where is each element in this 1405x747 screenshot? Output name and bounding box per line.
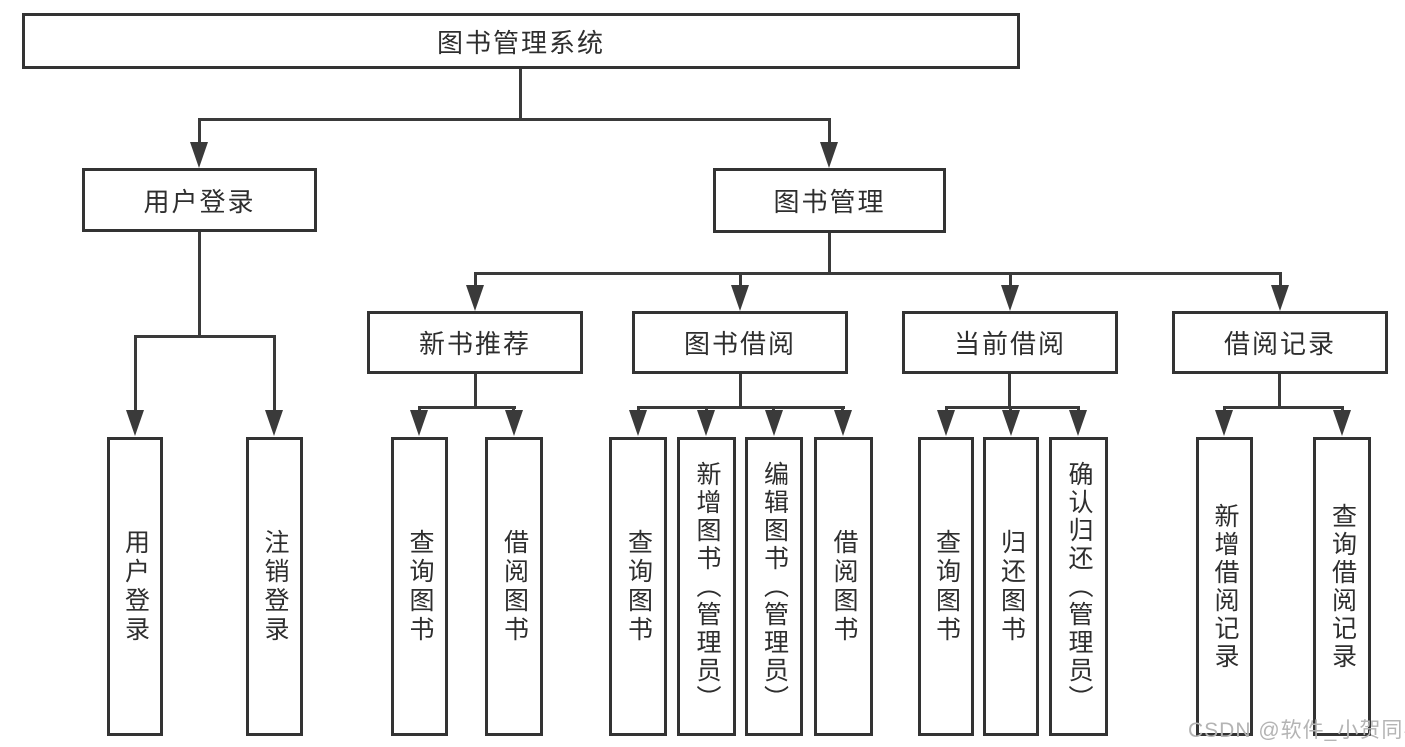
node-label: 用户登录 — [121, 528, 150, 645]
arrowhead — [505, 410, 523, 436]
node-label: 归还图书 — [997, 528, 1026, 645]
connector-line — [198, 118, 201, 146]
leaf-edit-books-admin: 编辑图书（管理员） — [745, 437, 803, 736]
connector-line — [1223, 406, 1344, 409]
arrowhead — [1069, 410, 1087, 436]
node-label: 注销登录 — [261, 528, 289, 645]
node-label: 图书管理 — [773, 187, 886, 217]
csdn-watermark: CSDN @软件_小贺同学 — [1188, 719, 1405, 742]
node-label: 查询图书 — [932, 528, 961, 645]
connector-line — [1278, 374, 1281, 406]
arrowhead — [126, 410, 144, 436]
arrowhead — [1215, 410, 1233, 436]
arrowhead — [834, 410, 852, 436]
connector-line — [134, 335, 276, 338]
connector-line — [1279, 272, 1282, 286]
leaf-borrow-books-recommend: 借阅图书 — [485, 437, 543, 736]
connector-line — [1009, 272, 1012, 286]
node-library-management-system: 图书管理系统 — [22, 13, 1020, 69]
connector-line — [134, 335, 137, 412]
node-label: 新书推荐 — [418, 329, 531, 359]
node-label: 借阅图书 — [830, 528, 858, 645]
arrowhead — [697, 410, 715, 436]
leaf-query-borrow-record: 查询借阅记录 — [1313, 437, 1371, 736]
leaf-return-books: 归还图书 — [983, 437, 1039, 736]
connector-line — [474, 272, 1282, 275]
arrowhead — [1333, 410, 1351, 436]
node-label: 借阅记录 — [1223, 329, 1336, 359]
node-current-borrowing: 当前借阅 — [902, 311, 1118, 374]
node-label: 查询借阅记录 — [1328, 502, 1357, 671]
node-label: 编辑图书（管理员） — [760, 460, 789, 713]
arrowhead — [1002, 410, 1020, 436]
connector-line — [828, 118, 831, 146]
connector-line — [945, 406, 1080, 409]
connector-line — [418, 406, 516, 409]
node-label: 查询图书 — [624, 528, 653, 645]
node-label: 借阅图书 — [500, 528, 529, 645]
connector-line — [198, 118, 831, 121]
leaf-add-books-admin: 新增图书（管理员） — [677, 437, 736, 736]
node-label: 新增借阅记录 — [1211, 502, 1239, 671]
connector-line — [474, 272, 477, 286]
arrowhead — [820, 142, 838, 168]
arrowhead — [190, 142, 208, 168]
node-book-borrowing: 图书借阅 — [632, 311, 848, 374]
leaf-add-borrow-record: 新增借阅记录 — [1196, 437, 1253, 736]
node-label: 用户登录 — [143, 186, 256, 217]
node-label: 图书借阅 — [683, 329, 796, 359]
node-book-management: 图书管理 — [713, 168, 946, 233]
connector-line — [198, 232, 201, 335]
node-label: 当前借阅 — [953, 329, 1066, 359]
connector-line — [739, 272, 742, 286]
leaf-borrow-books: 借阅图书 — [814, 437, 873, 736]
arrowhead — [937, 410, 955, 436]
node-new-book-recommend: 新书推荐 — [367, 311, 583, 374]
leaf-query-books-current: 查询图书 — [918, 437, 974, 736]
node-label: 新增图书（管理员） — [693, 460, 721, 713]
leaf-logout: 注销登录 — [246, 437, 303, 736]
node-label: 图书管理系统 — [436, 27, 605, 58]
connector-line — [637, 406, 845, 409]
arrowhead — [1271, 285, 1289, 311]
arrowhead — [265, 410, 283, 436]
arrowhead — [731, 285, 749, 311]
arrowhead — [466, 285, 484, 311]
leaf-confirm-return-admin: 确认归还（管理员） — [1049, 437, 1108, 736]
connector-line — [519, 69, 522, 118]
leaf-user-login: 用户登录 — [107, 437, 163, 736]
node-borrowing-records: 借阅记录 — [1172, 311, 1388, 374]
arrowhead — [629, 410, 647, 436]
arrowhead — [765, 410, 783, 436]
node-label: 查询图书 — [406, 528, 434, 645]
node-label: 确认归还（管理员） — [1065, 460, 1093, 713]
connector-line — [828, 233, 831, 272]
leaf-query-books-borrowing: 查询图书 — [609, 437, 667, 736]
connector-line — [1008, 374, 1011, 406]
arrowhead — [410, 410, 428, 436]
leaf-query-books-recommend: 查询图书 — [391, 437, 448, 736]
node-user-login: 用户登录 — [82, 168, 317, 232]
connector-line — [474, 374, 477, 406]
arrowhead — [1001, 285, 1019, 311]
connector-line — [273, 335, 276, 412]
connector-line — [739, 374, 742, 406]
